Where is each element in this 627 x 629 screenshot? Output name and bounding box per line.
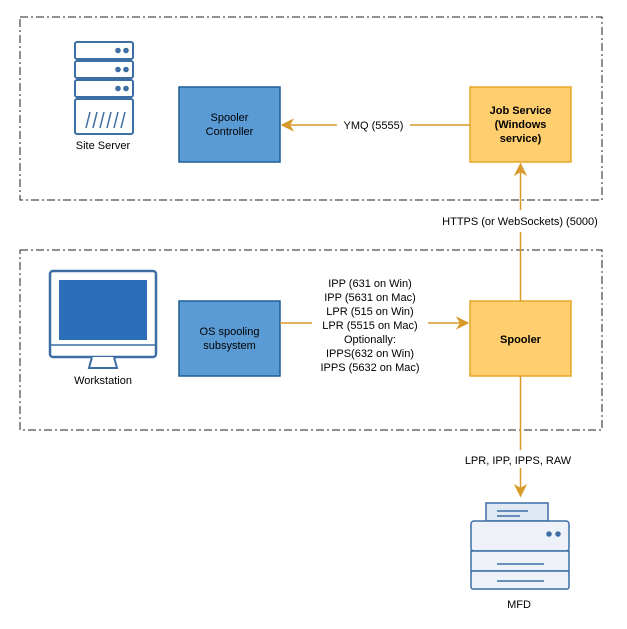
monitor-icon [48, 269, 158, 369]
os-spooling-label-1: OS spooling [200, 326, 260, 338]
ymq-label: YMQ (5555) [344, 120, 404, 132]
spooler-controller-label-2: Controller [206, 126, 254, 138]
os-spooling-box [178, 300, 281, 377]
protocol-line: IPPS (5632 on Mac) [320, 362, 419, 374]
workstation-zone [19, 249, 603, 431]
spooler-controller-box [178, 86, 281, 163]
protocol-line: IPP (631 on Win) [328, 278, 412, 290]
https-label: HTTPS (or WebSockets) (5000) [442, 216, 598, 228]
protocol-line: Optionally: [344, 334, 396, 346]
job-service-box [469, 86, 572, 163]
mfd-label: MFD [507, 599, 531, 611]
spooler-controller-label-1: Spooler [211, 112, 249, 124]
mfd-protocols-label: LPR, IPP, IPPS, RAW [465, 455, 572, 467]
job-service-label-1: Job Service [490, 105, 552, 117]
spooler-label: Spooler [500, 334, 542, 346]
protocol-line: LPR (515 on Win) [326, 306, 413, 318]
site-server-label: Site Server [76, 140, 131, 152]
os-spooling-label-2: subsystem [203, 340, 256, 352]
protocol-line: IPPS(632 on Win) [326, 348, 414, 360]
workstation-label: Workstation [74, 375, 132, 387]
job-service-label-2: (Windows [495, 119, 547, 131]
printer-icon [470, 502, 570, 590]
site-server-zone [19, 16, 603, 201]
protocols-label: IPP (631 on Win) IPP (5631 on Mac) LPR (… [320, 278, 419, 374]
protocol-line: IPP (5631 on Mac) [324, 292, 416, 304]
job-service-label-3: service) [500, 133, 542, 145]
server-icon [74, 41, 134, 135]
protocol-line: LPR (5515 on Mac) [322, 320, 417, 332]
